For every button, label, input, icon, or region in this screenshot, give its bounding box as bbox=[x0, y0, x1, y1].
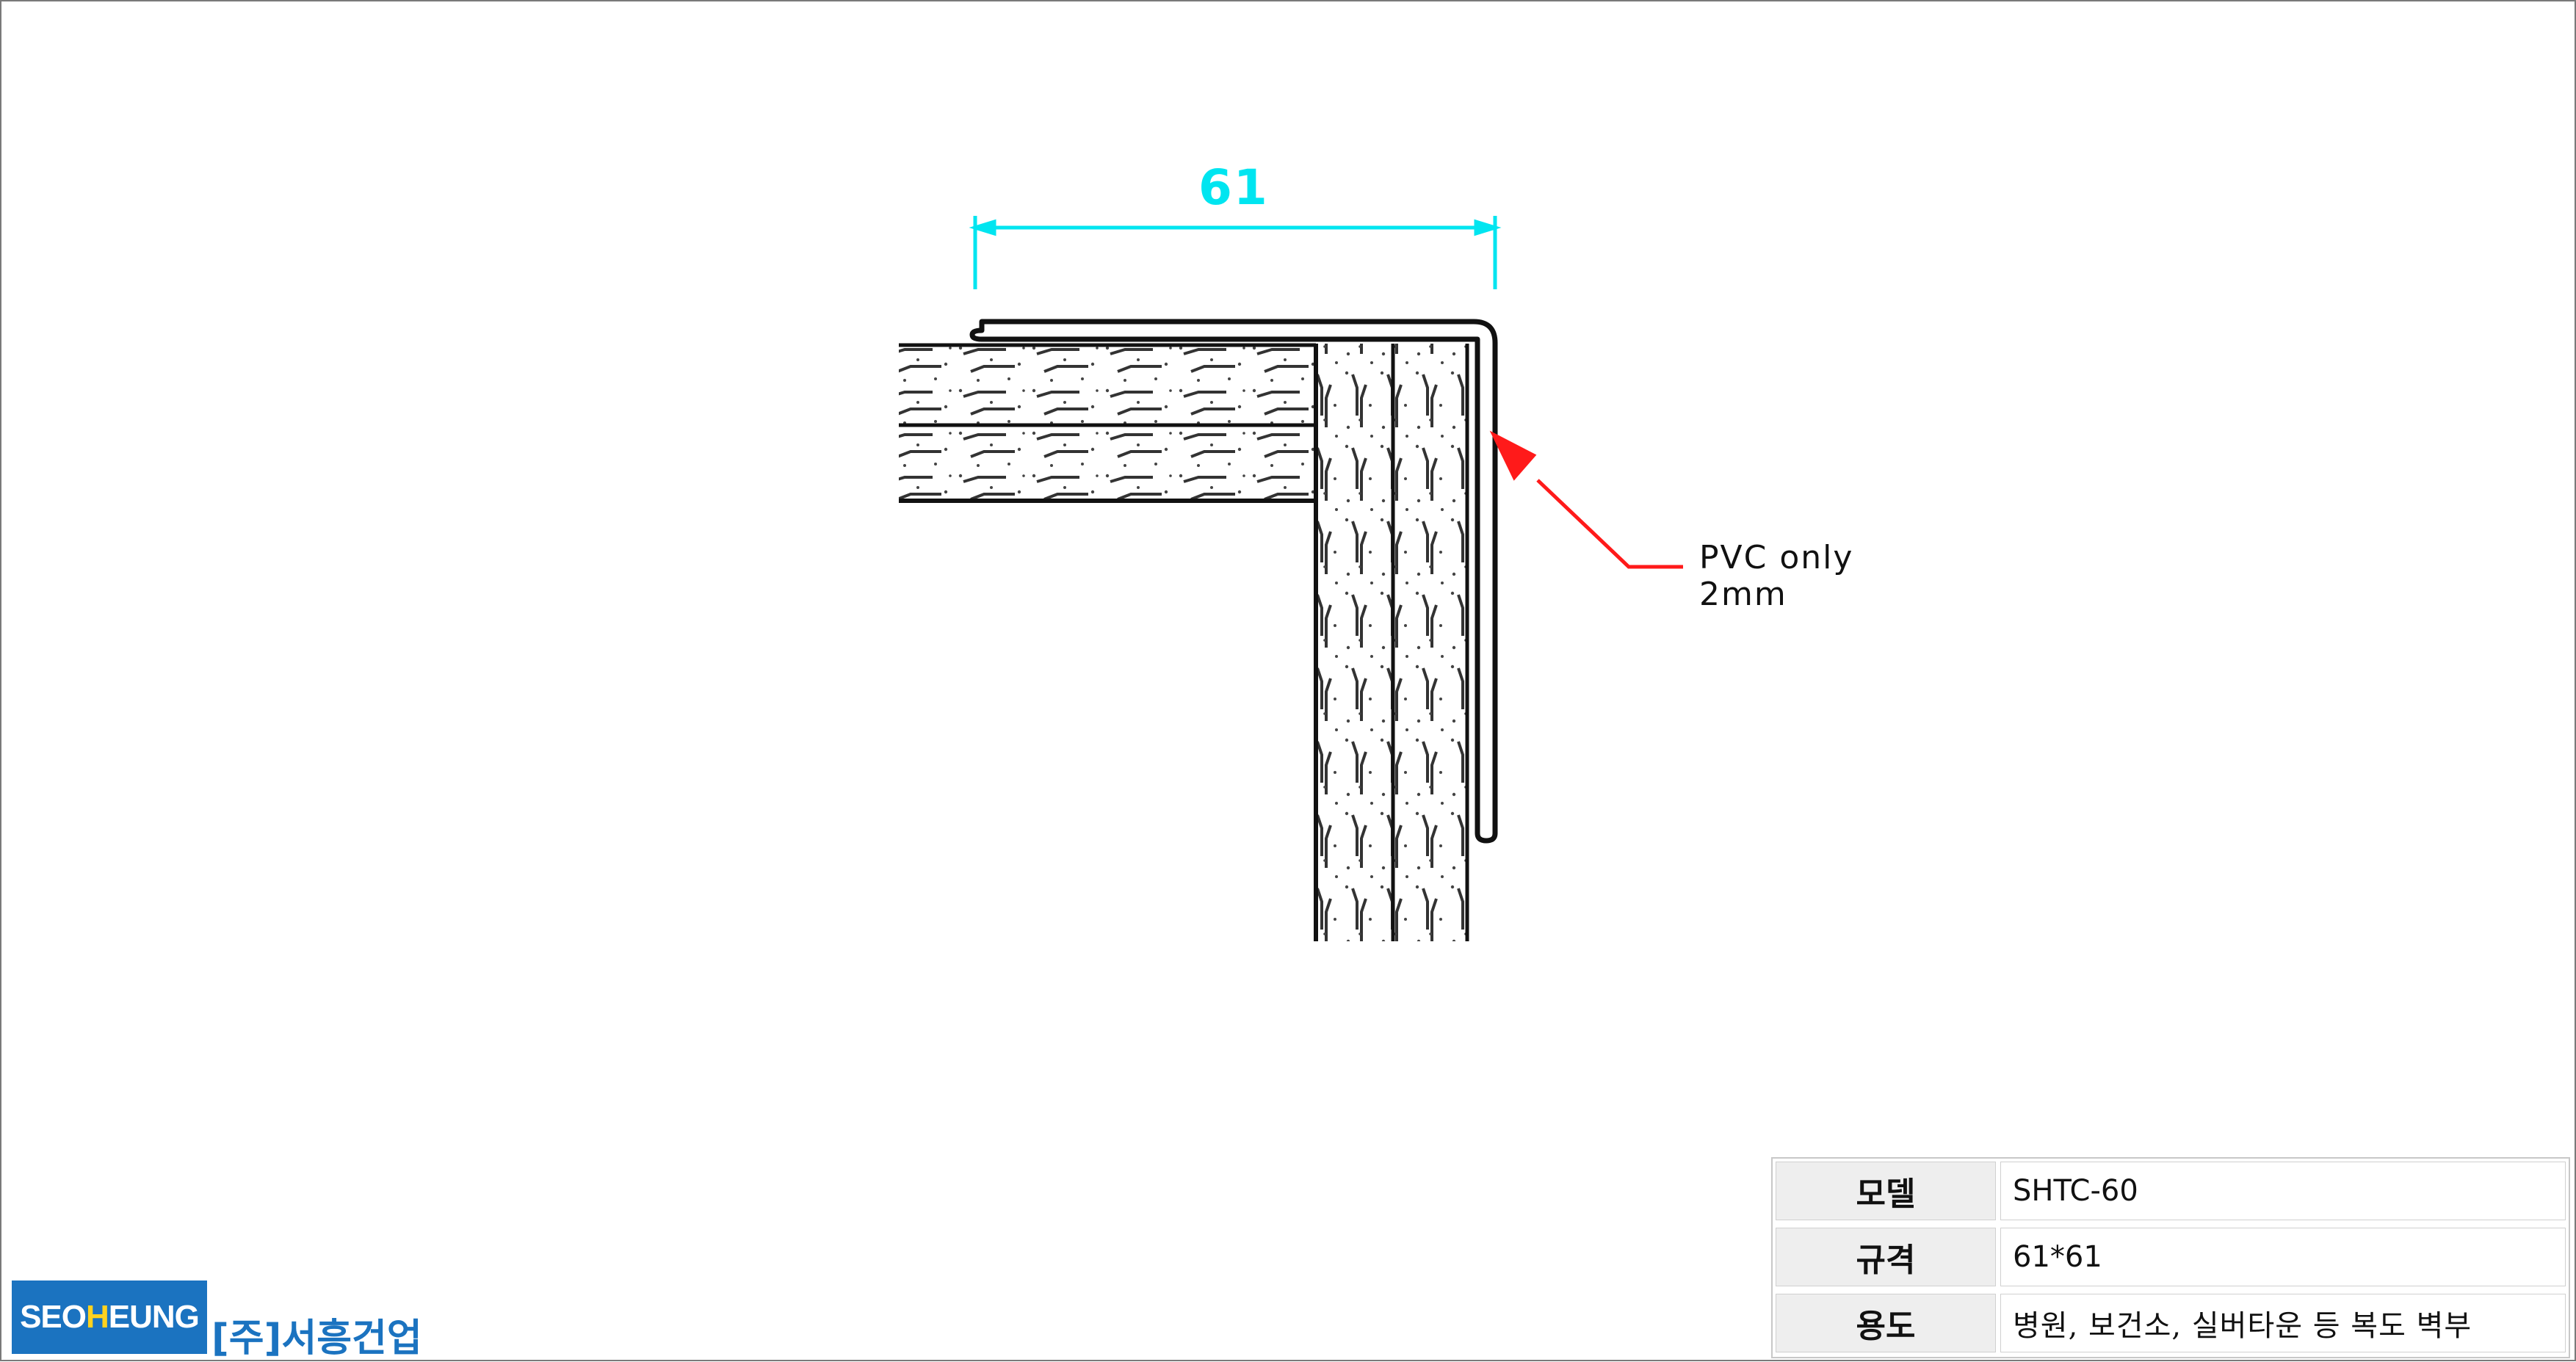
spec-value-usage: 병원, 보건소, 실버타운 등 복도 벽부 bbox=[2000, 1294, 2566, 1352]
logo-text-pre: SEO bbox=[20, 1299, 87, 1335]
callout-line-material: PVC only bbox=[1699, 539, 1854, 576]
spec-head-size: 규격 bbox=[1776, 1228, 1996, 1286]
dimension-line bbox=[969, 216, 1502, 289]
vertical-wall-section bbox=[1314, 344, 1469, 941]
spec-head-model: 모델 bbox=[1776, 1162, 1996, 1220]
spec-row-usage: 용도 병원, 보건소, 실버타운 등 복도 벽부 bbox=[1773, 1291, 2569, 1354]
logo-text-post: EUNG bbox=[108, 1299, 200, 1335]
spec-head-usage: 용도 bbox=[1776, 1294, 1996, 1352]
company-name: [주]서흥건업 bbox=[211, 1316, 422, 1361]
callout-leader-arrow bbox=[1489, 430, 1683, 569]
logo-text-highlight: H bbox=[86, 1299, 109, 1335]
dimension-label: 61 bbox=[1198, 159, 1269, 216]
pvc-corner-guard-profile bbox=[969, 319, 1498, 844]
spec-row-model: 모델 SHTC-60 bbox=[1773, 1159, 2569, 1222]
callout-line-thickness: 2mm bbox=[1699, 576, 1787, 613]
horizontal-wall-section bbox=[899, 343, 1317, 503]
spec-value-size: 61*61 bbox=[2000, 1228, 2566, 1286]
material-callout: PVC only 2mm bbox=[1699, 540, 1853, 613]
spec-table: 모델 SHTC-60 규격 61*61 용도 병원, 보건소, 실버타운 등 복… bbox=[1771, 1157, 2570, 1358]
spec-row-size: 규격 61*61 bbox=[1773, 1225, 2569, 1288]
spec-value-model: SHTC-60 bbox=[2000, 1162, 2566, 1220]
